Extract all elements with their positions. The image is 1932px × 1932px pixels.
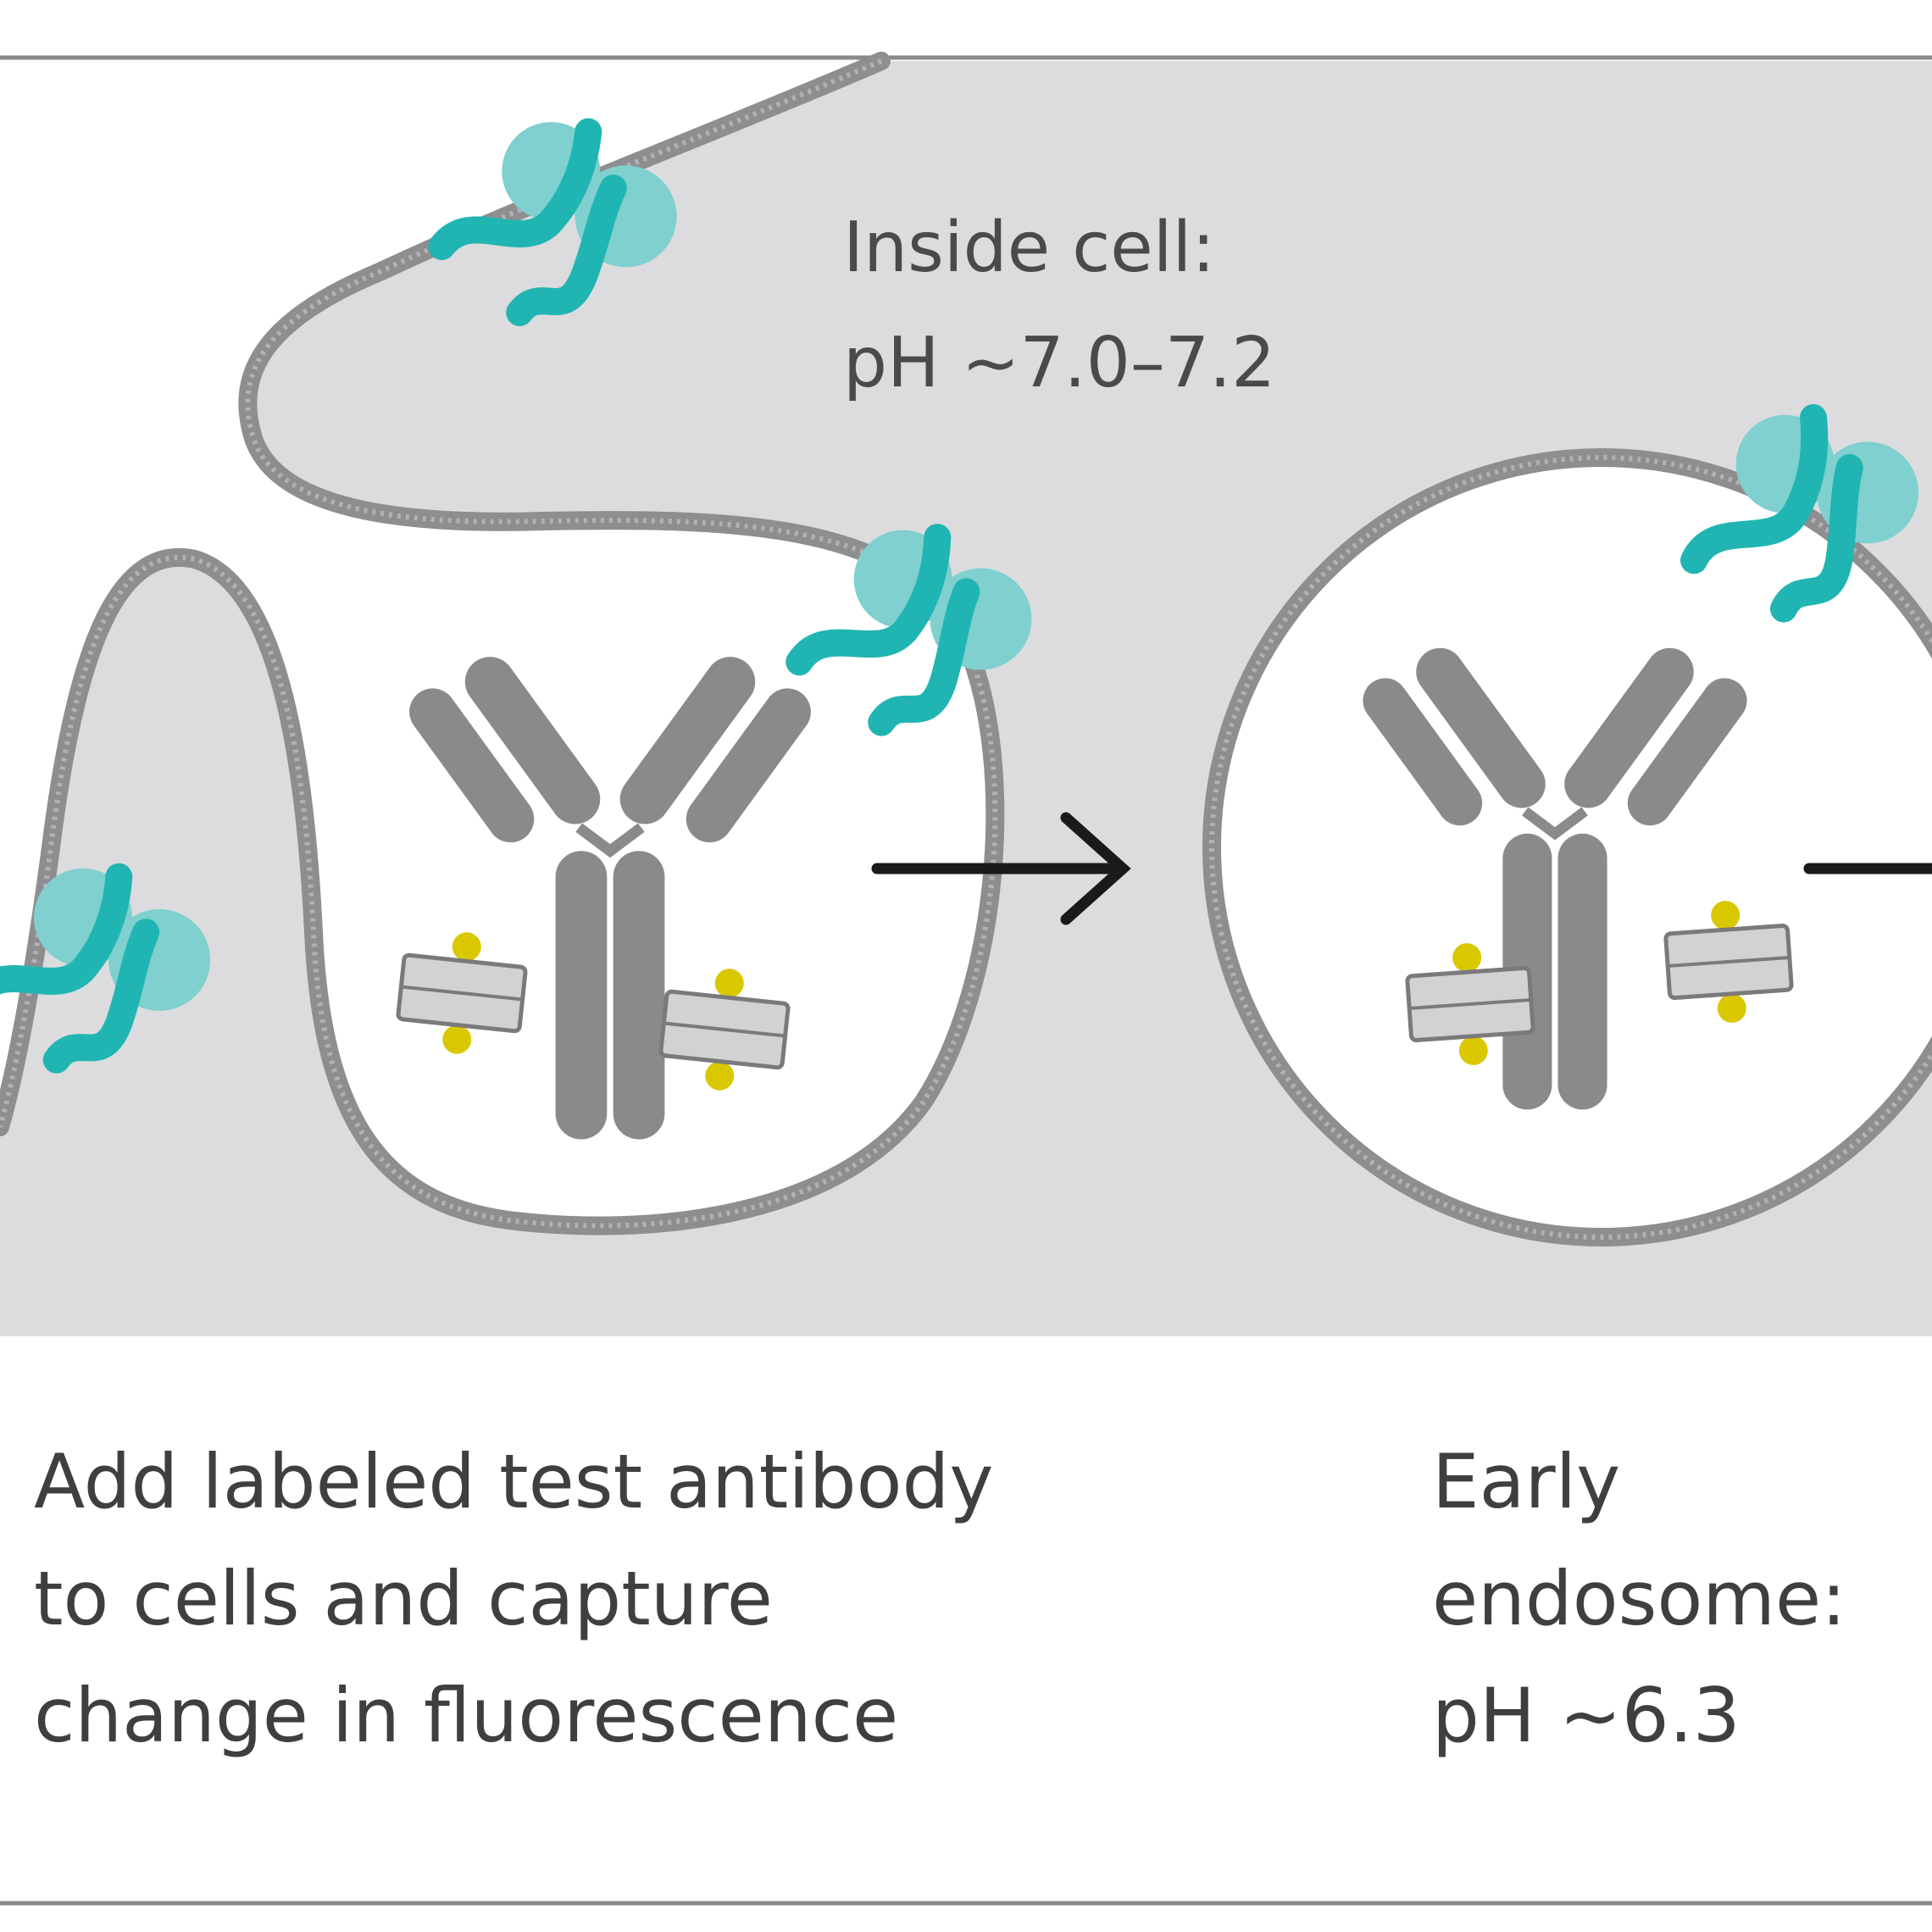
inside-cell-label-line1: Inside cell: (843, 208, 1215, 288)
step1-caption-line1: Add labeled test antibody (34, 1438, 994, 1525)
step2-caption-line3: pH ~6.3 (1432, 1672, 1740, 1759)
step2-caption-line2: endosome: (1432, 1555, 1846, 1642)
step1-caption-line3: change in fluorescence (34, 1672, 899, 1759)
step-arrow-icon (871, 812, 1131, 925)
step1-caption: Add labeled test antibody to cells and c… (34, 1424, 993, 1774)
step1-caption-line2: to cells and capture (34, 1555, 773, 1642)
extracellular-space (0, 61, 996, 1226)
plasma-membrane (0, 52, 1005, 1235)
inside-cell-label: Inside cell: pH ~7.0–7.2 (843, 191, 1275, 421)
step2-caption: Early endosome: pH ~6.3 (1432, 1424, 1846, 1774)
inside-cell-label-line2: pH ~7.0–7.2 (843, 323, 1276, 403)
step2-caption-line1: Early (1432, 1438, 1621, 1525)
